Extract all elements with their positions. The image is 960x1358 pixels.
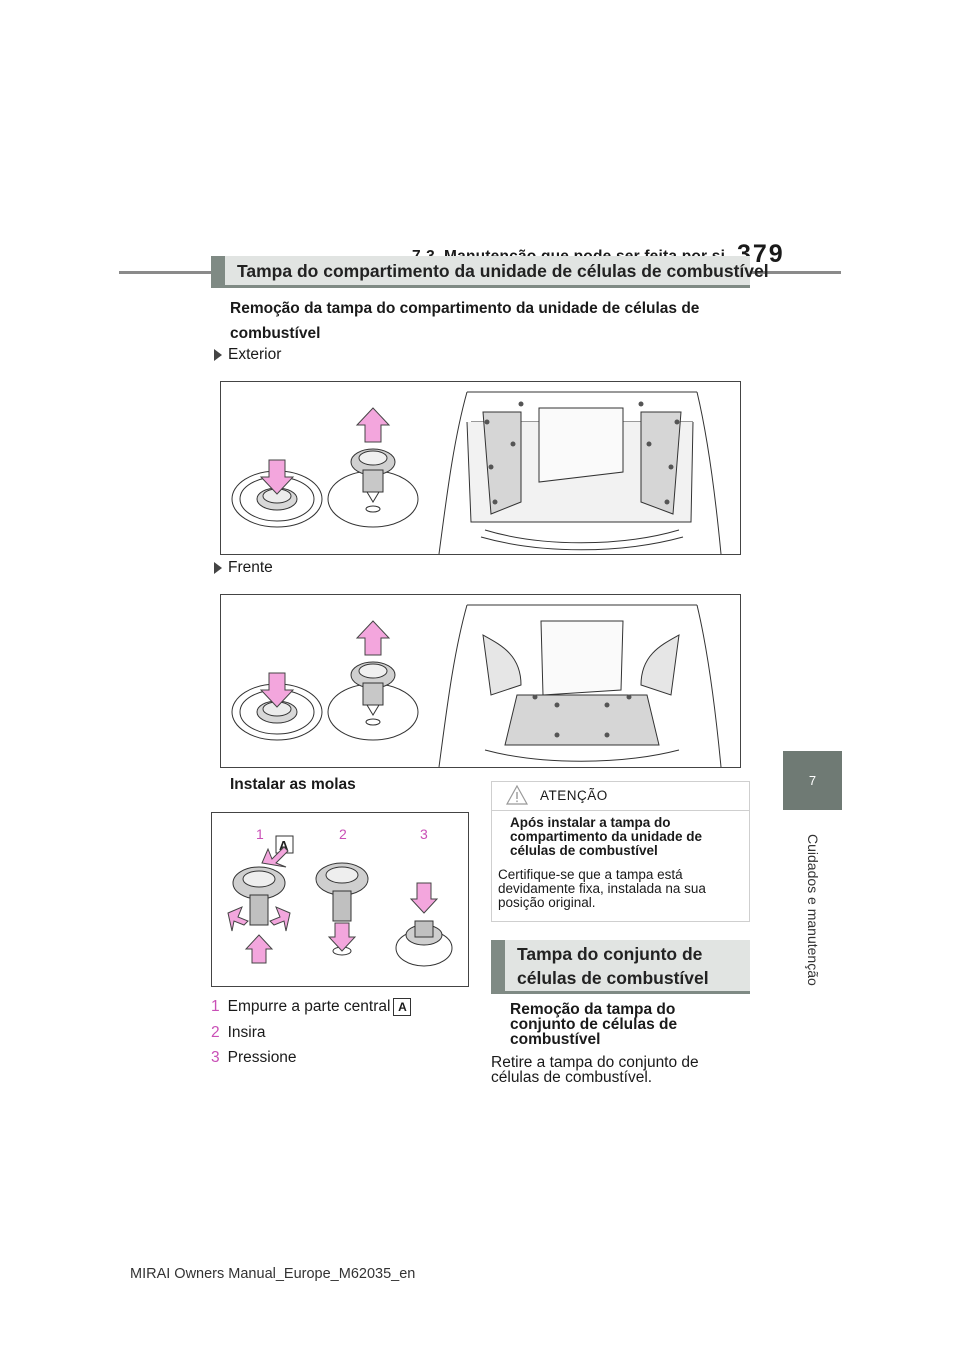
- figure-label-1: 1: [256, 826, 264, 842]
- step-1: 1 Empurre a parte central A: [211, 998, 412, 1016]
- step-2-number: 2: [211, 1024, 220, 1041]
- stack-cover-body: Retire a tampa do conjunto de células de…: [491, 1054, 699, 1086]
- caution-heading-line: células de combustível: [510, 843, 658, 858]
- arrow-pull-up-icon: [355, 620, 391, 656]
- caution-header: ATENÇÃO: [492, 782, 749, 811]
- arrow-pull-up-icon: [355, 407, 391, 443]
- step-3-text: Pressione: [227, 1049, 297, 1066]
- front-illustration: [231, 604, 722, 768]
- bullet-front-label: Frente: [228, 559, 273, 576]
- bullet-exterior-label: Exterior: [228, 346, 282, 363]
- step-1-marker: A: [393, 998, 412, 1016]
- chapter-tab[interactable]: 7: [783, 751, 842, 810]
- section2-banner-line1: Tampa do conjunto de: [517, 944, 703, 964]
- bullet-exterior: Exterior: [214, 346, 281, 364]
- step-2-text: Insira: [227, 1024, 266, 1041]
- section-banner-title: Tampa do compartimento da unidade de cél…: [237, 261, 769, 281]
- removal-subhead-line2: combustível: [230, 325, 321, 342]
- caution-body: Certifique-se que a tampa está devidamen…: [498, 868, 706, 910]
- step-2: 2 Insira: [211, 1024, 266, 1042]
- arrow-insert-icon: [327, 922, 357, 952]
- step-3: 3 Pressione: [211, 1049, 297, 1067]
- figure-label-3: 3: [420, 826, 428, 842]
- stack-subhead-line: Remoção da tampa do: [510, 1001, 676, 1018]
- stack-subhead-line: combustível: [510, 1031, 601, 1048]
- figure-install-clips: 1 2 3 A: [211, 812, 469, 987]
- caution-heading: Após instalar a tampa do compartimento d…: [510, 816, 702, 858]
- exterior-illustration: [231, 391, 722, 555]
- arrow-press-center-icon: [261, 846, 289, 868]
- caution-body-line: posição original.: [498, 895, 596, 910]
- section-banner-fuel-cell-stack: Tampa do conjunto de células de combustí…: [491, 940, 750, 994]
- figure-exterior: [220, 381, 741, 555]
- chapter-label: Cuidados e manutenção: [753, 834, 873, 994]
- caution-heading-line: Após instalar a tampa do: [510, 815, 671, 830]
- footer-manual-id: MIRAI Owners Manual_Europe_M62035_en: [130, 1266, 416, 1282]
- figure-front: [220, 594, 741, 768]
- stack-body-line: Retire a tampa do conjunto de: [491, 1054, 699, 1071]
- arrow-press-icon: [409, 882, 439, 914]
- caution-title: ATENÇÃO: [540, 788, 608, 803]
- caution-box: ATENÇÃO Após instalar a tampa do compart…: [491, 781, 750, 922]
- figure-label-a: A: [279, 838, 289, 853]
- install-clips-title: Instalar as molas: [230, 776, 356, 793]
- step-3-number: 3: [211, 1049, 220, 1066]
- install-clips-illustration: 1 2 3 A: [227, 826, 453, 967]
- stack-body-line: células de combustível.: [491, 1069, 653, 1086]
- arrow-spread-left-icon: [227, 906, 249, 932]
- arrow-push-down-icon: [259, 459, 295, 495]
- caution-heading-line: compartimento da unidade de: [510, 829, 703, 844]
- arrow-spread-right-icon: [269, 906, 291, 932]
- stack-subhead-line: conjunto de células de: [510, 1016, 678, 1033]
- warning-triangle-icon: [506, 785, 528, 805]
- removal-subhead-line1: Remoção da tampa do compartimento da uni…: [230, 300, 700, 317]
- caution-body-line: Certifique-se que a tampa está: [498, 867, 683, 882]
- bullet-arrow-icon: [214, 349, 222, 361]
- section2-banner-line2: células de combustível: [517, 968, 709, 988]
- bullet-arrow-icon: [214, 562, 222, 574]
- step-1-text: Empurre a parte central: [227, 998, 391, 1015]
- caution-body-line: devidamente fixa, instalada na sua: [498, 881, 706, 896]
- bullet-front: Frente: [214, 559, 273, 577]
- section-banner-fuel-cell-compartment: Tampa do compartimento da unidade de cél…: [211, 256, 769, 288]
- arrow-push-down-icon: [259, 672, 295, 708]
- removal-subhead: Remoção da tampa do compartimento da uni…: [230, 296, 699, 346]
- stack-cover-subhead: Remoção da tampa do conjunto de células …: [510, 1001, 678, 1048]
- step-1-number: 1: [211, 998, 220, 1015]
- chapter-label-text: Cuidados e manutenção: [805, 834, 821, 986]
- arrow-up-icon: [244, 934, 274, 964]
- figure-label-2: 2: [339, 826, 347, 842]
